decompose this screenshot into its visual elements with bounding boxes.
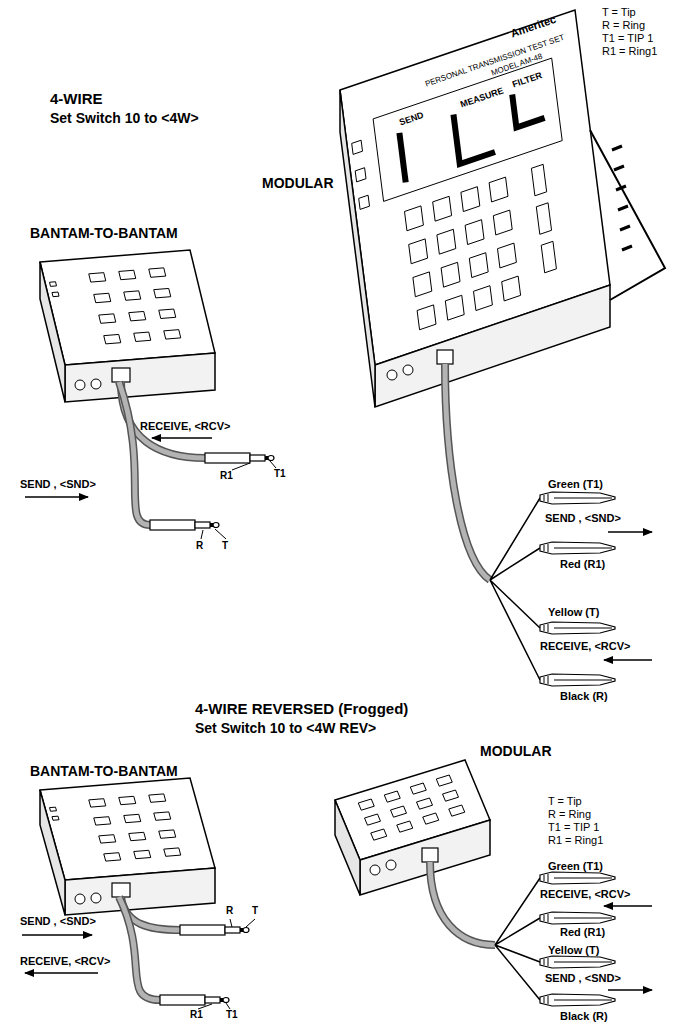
signal-label: SEND , <SND> — [20, 478, 96, 491]
test-set-modular — [335, 760, 490, 895]
switch-setting: Set Switch 10 to <4W> — [50, 110, 199, 126]
wire-color: Green (T1) — [548, 860, 603, 873]
signal-label: SEND , <SND> — [20, 915, 96, 928]
legend-note: T = Tip — [602, 6, 636, 19]
bantam-cables — [119, 382, 274, 530]
switch-setting: Set Switch 10 to <4W REV> — [195, 720, 376, 736]
section-heading: 4-WIRE — [50, 90, 103, 107]
wire-color: Yellow (T) — [548, 606, 599, 619]
wire-color: Black (R) — [560, 690, 608, 703]
pin-name: T1 — [274, 468, 286, 480]
test-set-bantam — [40, 250, 215, 402]
wire-color: Green (T1) — [548, 478, 603, 491]
legend-note: R1 = Ring1 — [548, 834, 603, 847]
connection-type: BANTAM-TO-BANTAM — [30, 225, 178, 241]
leader-lines — [201, 461, 276, 539]
test-set-bantam — [40, 778, 215, 915]
legend-note: T1 = TIP 1 — [602, 32, 653, 45]
signal-label: SEND , <SND> — [545, 972, 621, 985]
bantam-cables — [119, 897, 249, 1005]
signal-label: RECEIVE, <RCV> — [20, 955, 110, 968]
pin-name: T — [222, 540, 228, 552]
pin-name: R — [196, 540, 203, 552]
pin-name: R — [226, 905, 233, 917]
signal-arrows — [22, 935, 98, 973]
section-heading: 4-WIRE REVERSED (Frogged) — [195, 700, 408, 717]
panel-label: MEASURE — [459, 85, 505, 109]
legend-note: T = Tip — [548, 795, 582, 808]
modular-cable — [445, 364, 540, 680]
connection-type: BANTAM-TO-BANTAM — [30, 763, 178, 779]
signal-label: RECEIVE, <RCV> — [540, 888, 630, 901]
panel-label: FILTER — [511, 70, 544, 90]
pin-name: R1 — [220, 470, 233, 482]
wire-color: Black (R) — [560, 1010, 608, 1023]
leader-lines — [198, 919, 255, 1009]
pin-name: R1 — [190, 1009, 203, 1021]
legend-note: T1 = TIP 1 — [548, 821, 599, 834]
legend-note: R1 = Ring1 — [602, 45, 657, 58]
pin-name: T1 — [226, 1009, 238, 1021]
signal-label: RECEIVE, <RCV> — [140, 420, 230, 433]
panel-label: SEND — [398, 110, 425, 128]
pin-name: T — [252, 905, 258, 917]
legend-note: R = Ring — [602, 19, 645, 32]
signal-label: SEND , <SND> — [545, 512, 621, 525]
connection-type: MODULAR — [480, 743, 552, 759]
modular-cable — [430, 862, 540, 1000]
signal-label: RECEIVE, <RCV> — [540, 640, 630, 653]
wire-color: Red (R1) — [560, 926, 605, 939]
legend-note: R = Ring — [548, 808, 591, 821]
connection-type: MODULAR — [262, 175, 334, 191]
wire-color: Yellow (T) — [548, 944, 599, 957]
device-title: PERSONAL TRANSMISSION TEST SET — [424, 33, 566, 89]
wire-color: Red (R1) — [560, 558, 605, 571]
test-set-modular — [340, 10, 665, 407]
